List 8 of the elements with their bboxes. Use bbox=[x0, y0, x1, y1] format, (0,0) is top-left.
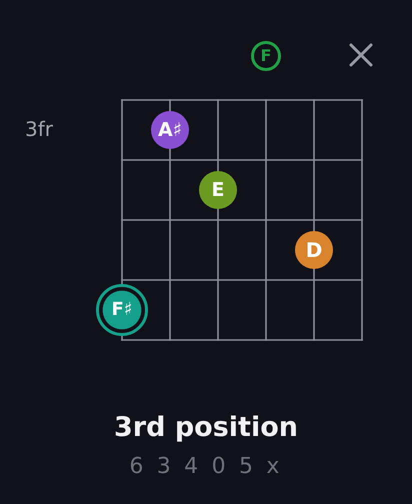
open-string-note: F bbox=[251, 41, 281, 71]
note-dot: A♯ bbox=[151, 111, 189, 149]
fret-number-label: 3fr bbox=[25, 116, 53, 142]
note-dot: E bbox=[199, 171, 237, 209]
root-note-dot: F♯ bbox=[96, 284, 148, 336]
chord-position-title: 3rd position bbox=[114, 412, 298, 443]
fingering-sequence: 6 3 4 0 5 x bbox=[129, 454, 283, 479]
note-dot: D bbox=[295, 231, 333, 269]
